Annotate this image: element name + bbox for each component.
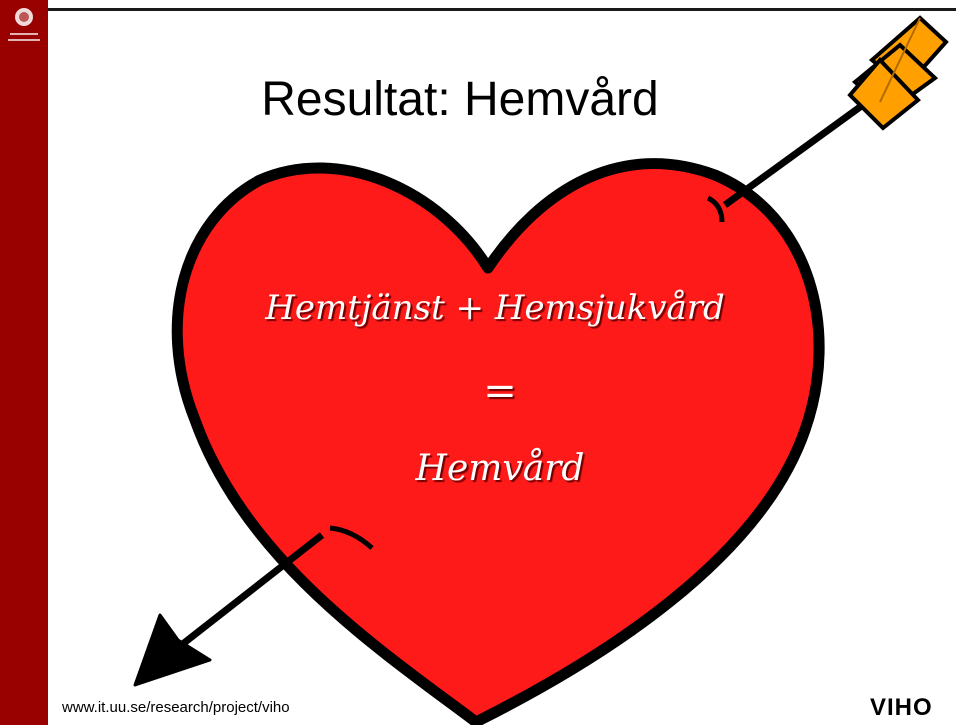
slide-title: Resultat: Hemvård <box>261 73 659 126</box>
equation-operator: = <box>483 368 517 414</box>
equation-line-1: Hemtjänst + Hemsjukvård <box>265 288 725 328</box>
top-rule <box>48 8 956 11</box>
brand-logo: VIHO <box>870 694 933 721</box>
equation-result: Hemvård <box>415 448 585 489</box>
footer-url: www.it.uu.se/research/project/viho <box>62 699 290 716</box>
arrow-icon <box>133 15 949 687</box>
sidebar <box>0 0 48 725</box>
heart-icon <box>171 158 825 725</box>
university-seal-icon <box>8 8 40 41</box>
